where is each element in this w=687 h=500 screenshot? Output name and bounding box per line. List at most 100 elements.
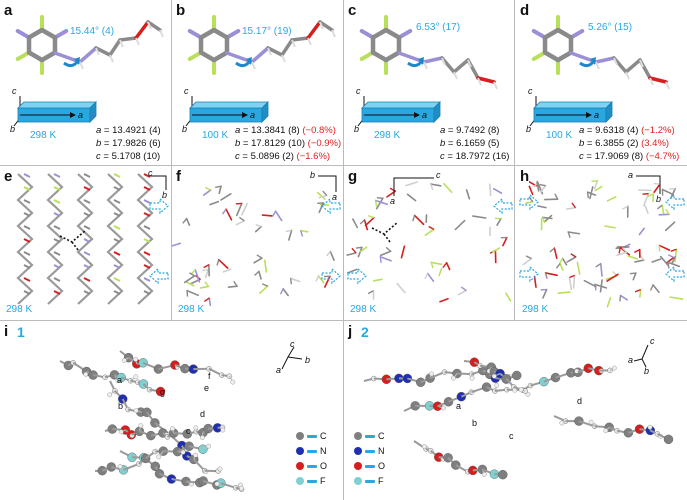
axis-label-a: a [276, 365, 282, 375]
crystal-packing [16, 173, 169, 305]
param-symbol: b [440, 138, 446, 149]
param-symbol: c [440, 151, 445, 162]
atom [226, 373, 233, 379]
axis-label-b: b [182, 124, 188, 134]
cell-parameters: a = 9.7492 (8)b = 6.1659 (5)c = 18.7972 … [440, 124, 509, 163]
cell-parameter-a: a = 13.3841 (8) (−0.8%) [235, 125, 336, 136]
crystal-packing [519, 175, 685, 308]
direction-arrow-icon [519, 193, 539, 211]
divider [514, 0, 515, 320]
contact-label: e [204, 383, 210, 393]
torsion-angle-label: 15.44° (4) [70, 26, 115, 37]
axis-label-c: c [290, 339, 295, 349]
atom [607, 367, 613, 374]
panel-letter: e [4, 168, 13, 185]
atom [498, 469, 508, 480]
legend-label: F [320, 476, 326, 486]
atom [574, 416, 584, 426]
axis-label-b: b [305, 355, 311, 365]
legend-item-c: C [296, 431, 327, 441]
atom [512, 370, 522, 381]
arrow-icon [307, 479, 317, 483]
arrow-icon [307, 434, 317, 438]
contact-label: b [118, 401, 124, 411]
cell-parameters: a = 9.6318 (4) (−1.2%)b = 6.3855 (2) (3.… [579, 124, 679, 163]
panel-letter: g [348, 168, 358, 185]
atom [155, 386, 166, 397]
legend-label: C [320, 431, 327, 441]
param-symbol: a [440, 125, 446, 136]
atom-color-swatch [354, 462, 362, 470]
temperature-label: 298 K [178, 304, 205, 315]
divider [171, 0, 172, 320]
contact-label: g [160, 387, 166, 397]
param-symbol: a [235, 125, 241, 136]
compound-number: 2 [361, 324, 369, 340]
param-symbol: a [96, 125, 102, 136]
param-symbol: a [579, 125, 585, 136]
param-value: 17.8129 (10) [251, 138, 305, 149]
cell-parameter-c: c = 17.9069 (8) (−4.7%) [579, 151, 680, 162]
contact-label: c [509, 431, 514, 441]
temperature-label: 298 K [374, 130, 401, 141]
atom-color-swatch [296, 462, 304, 470]
axis-label-a: a [332, 192, 338, 202]
axis-label-a: a [422, 110, 428, 120]
torsion-angle-label: 6.53° (17) [416, 22, 461, 33]
direction-arrow-icon [347, 267, 367, 285]
direction-arrow-icon [665, 265, 685, 283]
param-value: 13.3841 (8) [251, 125, 300, 136]
param-value: 17.9826 (6) [112, 138, 161, 149]
axis-label-a: a [78, 110, 84, 120]
atom [432, 401, 443, 411]
direction-arrow-icon [321, 267, 341, 285]
torsion-angle-label: 15.17° (19) [242, 26, 292, 37]
legend-label: O [378, 461, 386, 471]
panel-letter: i [4, 323, 9, 340]
atom-color-swatch [296, 477, 304, 485]
atom-color-swatch [296, 447, 304, 455]
panel-letter: j [348, 323, 353, 340]
param-value: 5.1708 (10) [111, 151, 161, 162]
divider [0, 320, 687, 321]
arrow-icon [307, 449, 317, 453]
cell-parameter-a: a = 13.4921 (4) [96, 125, 161, 136]
param-symbol: b [96, 138, 102, 149]
param-change: (−0.9%) [307, 138, 342, 149]
contact-label: c [186, 426, 191, 436]
direction-arrow-icon [321, 197, 341, 215]
axis-label-b: b [10, 124, 16, 134]
cell-parameter-b: b = 6.1659 (5) [440, 138, 500, 149]
cell-parameters: a = 13.4921 (4)b = 17.9826 (6)c = 5.1708… [96, 124, 161, 163]
axis-label-c: c [436, 170, 441, 180]
atom-color-swatch [354, 477, 362, 485]
axis-label-b: b [310, 170, 316, 180]
legend-label: O [320, 461, 328, 471]
param-symbol: c [96, 151, 101, 162]
legend-item-c: C [354, 431, 385, 441]
axis-label-a: a [250, 110, 256, 120]
panel-letter: h [520, 168, 530, 185]
contact-label: a [117, 375, 123, 385]
legend-label: N [378, 446, 385, 456]
divider [343, 0, 344, 500]
param-change: (−4.7%) [645, 151, 680, 162]
molecule-structure [13, 15, 164, 127]
contact-label: b [472, 418, 478, 428]
axis-label-c: c [356, 86, 361, 96]
temperature-label: 298 K [350, 304, 377, 315]
crystal-packing [172, 175, 341, 307]
contact-label: d [200, 409, 206, 419]
arrow-icon [365, 434, 375, 438]
param-change: (3.4%) [641, 138, 670, 149]
param-value: 6.1659 (5) [456, 138, 500, 149]
legend-item-f: F [296, 476, 326, 486]
temperature-label: 298 K [522, 304, 549, 315]
